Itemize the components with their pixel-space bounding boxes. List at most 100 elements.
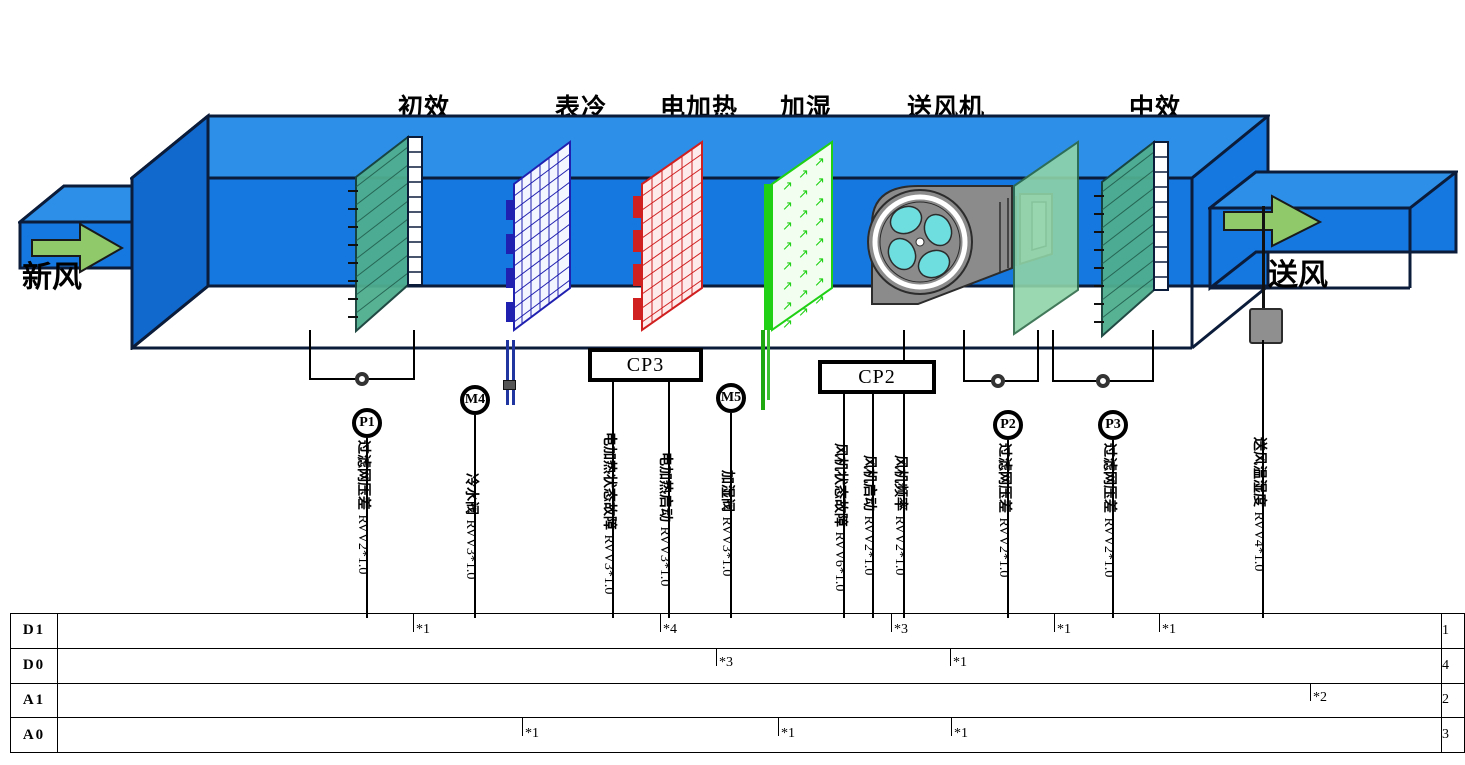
point-text-10: 送风温湿度 RVV4*1.0: [1250, 437, 1270, 571]
cold-water-valve-stem-2: [512, 340, 515, 405]
svg-text:↗: ↗: [782, 179, 793, 194]
p3-bracket-right: [1152, 330, 1154, 380]
io-table-element: D1 *1 *4 *3 *1 *1 1 D0: [10, 613, 1465, 753]
point-cn-7: 风机频率: [892, 455, 908, 511]
cp2-line-fan-freq: [903, 394, 905, 618]
point-cable-5: RVV6*1.0: [832, 531, 847, 592]
io-total-a0: 3: [1441, 717, 1465, 753]
point-cn-2: 电加热状态故障: [601, 432, 617, 530]
svg-text:↗: ↗: [814, 255, 825, 270]
device-tag-p3[interactable]: P3: [1098, 410, 1128, 440]
point-text-3: 电加热启动 RVV3*1.0: [656, 452, 676, 586]
humidifier-pipe: [761, 330, 765, 410]
controller-box-cp3[interactable]: CP3: [588, 348, 703, 382]
svg-text:↗: ↗: [782, 239, 793, 254]
inlet-label: 新风: [22, 260, 82, 295]
p2-node-icon: [991, 374, 1005, 388]
cold-water-valve-body: [503, 380, 516, 390]
point-text-8: 过滤网压差 RVV2*1.0: [995, 443, 1015, 577]
svg-text:↗: ↗: [798, 207, 809, 222]
io-row-label-a0: A0: [10, 717, 58, 753]
point-cable-1: RVV3*1.0: [463, 519, 478, 580]
svg-text:↗: ↗: [798, 187, 809, 202]
point-cable-9: RVV2*1.0: [1101, 517, 1116, 578]
m5-drop-line: [730, 413, 732, 618]
svg-text:↗: ↗: [814, 215, 825, 230]
io-mark-a0-2: *1: [954, 726, 968, 742]
point-cn-8: 过滤网压差: [996, 443, 1012, 513]
svg-text:↗: ↗: [782, 219, 793, 234]
device-tag-m4[interactable]: M4: [460, 385, 490, 415]
supply-air-sensor: [1249, 308, 1283, 344]
humidifier-panel: ↗↗↗ ↗↗↗ ↗↗↗ ↗↗↗ ↗↗↗ ↗↗↗ ↗↗↗ ↗↗↗: [764, 140, 833, 332]
point-cn-4: 加湿阀: [719, 470, 735, 512]
point-cn-3: 电加热启动: [657, 452, 673, 522]
point-cable-7: RVV2*1.0: [892, 515, 907, 576]
io-total-d0: 4: [1441, 647, 1465, 684]
point-text-6: 风机启动 RVV2*1.0: [860, 455, 880, 575]
cp2-line-fan-fault: [843, 394, 845, 618]
svg-text:↗: ↗: [782, 299, 793, 314]
svg-text:↗: ↗: [814, 195, 825, 210]
svg-text:↗: ↗: [798, 247, 809, 262]
io-mark-d1-0: *1: [416, 622, 430, 637]
io-point-table: D1 *1 *4 *3 *1 *1 1 D0: [10, 613, 1465, 753]
point-cn-5: 风机状态故障: [832, 443, 848, 527]
point-cn-0: 过滤网压差: [355, 440, 371, 510]
p1-drop-line: [366, 438, 368, 618]
io-mark-d1-2: *3: [894, 622, 908, 637]
io-mark-d1-1: *4: [663, 622, 677, 637]
svg-text:↗: ↗: [814, 175, 825, 190]
point-text-1: 冷水阀 RVV3*1.0: [462, 473, 482, 579]
svg-text:↗: ↗: [782, 259, 793, 274]
supply-sensor-stem: [1262, 206, 1265, 310]
device-tag-p1[interactable]: P1: [352, 408, 382, 438]
point-cn-6: 风机启动: [861, 455, 877, 511]
point-text-4: 加湿阀 RVV3*1.0: [718, 470, 738, 576]
cp2-line-fan-start: [872, 394, 874, 618]
humidifier-pipe-2: [767, 330, 770, 400]
io-row-body-d0: *3 *1: [57, 647, 1442, 684]
io-mark-a1-0: *2: [1313, 689, 1327, 705]
medium-filter-panel: [1094, 140, 1169, 339]
io-total-d1: 1: [1441, 613, 1465, 649]
point-cable-2: RVV3*1.0: [601, 534, 616, 595]
io-row-body-d1: *1 *4 *3 *1 *1: [57, 613, 1442, 649]
io-row-body-a1: *2: [57, 682, 1442, 719]
svg-text:↗: ↗: [814, 275, 825, 290]
cooling-coil-panel: [506, 140, 571, 332]
svg-text:↗: ↗: [782, 279, 793, 294]
outlet-label: 送风: [1268, 258, 1328, 293]
point-cable-4: RVV3*1.0: [719, 516, 734, 577]
device-tag-p2[interactable]: P2: [993, 410, 1023, 440]
device-tag-m5[interactable]: M5: [716, 383, 746, 413]
svg-text:↗: ↗: [798, 305, 809, 320]
svg-text:↗: ↗: [798, 167, 809, 182]
svg-text:↗: ↗: [798, 227, 809, 242]
cp3-line-heater-start: [668, 382, 670, 618]
point-cable-10: RVV4*1.0: [1251, 511, 1266, 572]
io-mark-a0-1: *1: [781, 726, 795, 742]
p2-drop-line: [1007, 440, 1009, 618]
io-row-label-d0: D0: [10, 647, 58, 684]
table-row: A0 *1 *1 *1 3: [10, 717, 1465, 753]
primary-filter-panel: [348, 135, 423, 334]
svg-text:↗: ↗: [814, 155, 825, 170]
point-cn-10: 送风温湿度: [1251, 437, 1267, 507]
svg-text:↗: ↗: [814, 293, 825, 308]
point-cable-8: RVV2*1.0: [996, 517, 1011, 578]
svg-text:↗: ↗: [782, 199, 793, 214]
point-cable-3: RVV3*1.0: [657, 526, 672, 587]
io-mark-d0-0: *3: [719, 654, 733, 670]
io-row-body-a0: *1 *1 *1: [57, 717, 1442, 753]
point-text-5: 风机状态故障 RVV6*1.0: [831, 443, 851, 591]
io-mark-d0-1: *1: [953, 654, 967, 670]
p2-bracket-left: [963, 330, 965, 380]
controller-box-cp2[interactable]: CP2: [818, 360, 936, 394]
p3-drop-line: [1112, 440, 1114, 618]
io-row-label-a1: A1: [10, 682, 58, 719]
table-row: A1 *2 2: [10, 682, 1465, 719]
svg-text:↗: ↗: [798, 287, 809, 302]
point-cable-6: RVV2*1.0: [861, 515, 876, 576]
